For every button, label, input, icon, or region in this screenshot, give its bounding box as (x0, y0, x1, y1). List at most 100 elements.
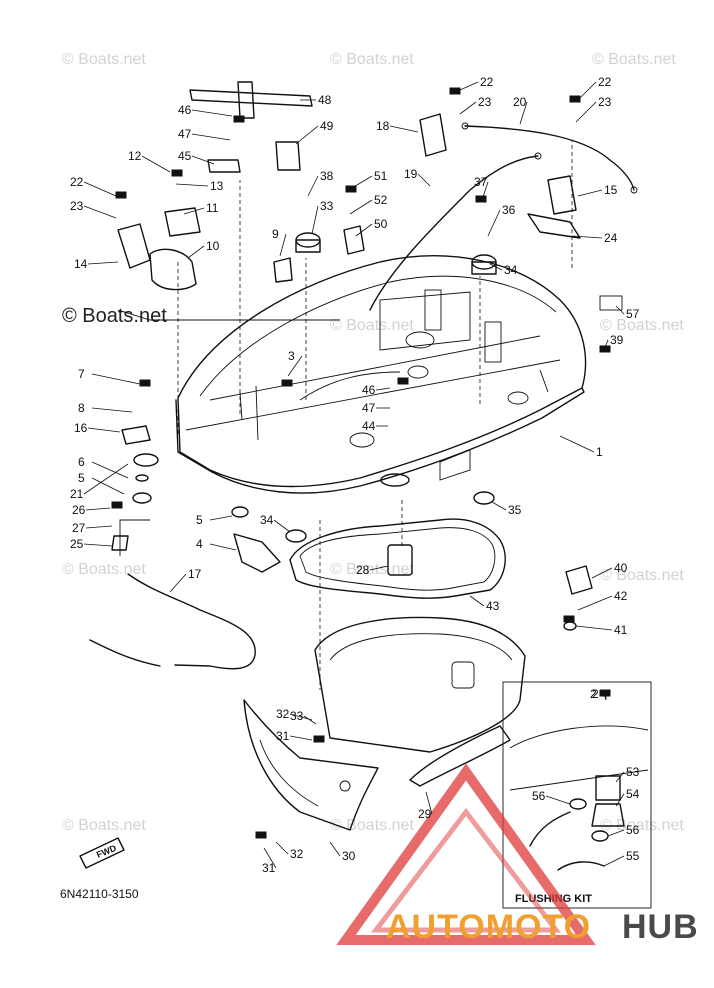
callout-leader (559, 435, 595, 453)
callout-number: 43 (486, 599, 500, 613)
callout-leader (295, 125, 319, 145)
assembly-lines (117, 140, 573, 690)
callout-leader (615, 793, 625, 807)
callout-number: 47 (178, 127, 192, 141)
callout-number: 46 (362, 383, 376, 397)
callout-leader (375, 387, 391, 391)
callout-number: 56 (532, 789, 546, 803)
watermark: © Boats.net (330, 51, 414, 68)
watermark: © Boats.net (600, 817, 684, 834)
callout-leader (469, 595, 485, 607)
callout-number: 29 (418, 807, 432, 821)
callout-leader (287, 355, 303, 377)
callout-number: 44 (362, 419, 376, 433)
callout-number: 41 (614, 623, 628, 637)
callout-leader (83, 463, 129, 495)
callout-leader (91, 373, 141, 385)
callout-number: 5 (78, 471, 85, 485)
callout-leader (349, 199, 373, 215)
callout-leader (279, 233, 287, 257)
watermark: © Boats.net (600, 567, 684, 584)
callout-number: 1 (596, 445, 603, 459)
callout-number: 9 (272, 227, 279, 241)
callout-leader (425, 791, 433, 815)
callout-leader (91, 461, 129, 479)
callout-leader (575, 101, 597, 123)
callout-number: 2 (592, 687, 599, 701)
watermark: © Boats.net (62, 305, 167, 327)
callout-leader (571, 235, 603, 239)
callout-number: 32 (290, 847, 304, 861)
callout-number: 39 (610, 333, 624, 347)
callout-number: 7 (78, 367, 85, 381)
callout-leader (329, 841, 341, 857)
callout-number: 4 (196, 537, 203, 551)
callout-leader (85, 507, 111, 511)
callout-number: 48 (318, 93, 332, 107)
watermarks: © Boats.net © Boats.net © Boats.net © Bo… (62, 51, 684, 834)
callout-number: 6 (78, 455, 85, 469)
callout-leader (417, 173, 431, 187)
callout-number: 37 (474, 175, 488, 189)
callout-number: 51 (374, 169, 388, 183)
callout-number: 35 (508, 503, 522, 517)
callout-leader (91, 477, 125, 495)
callout-number: 31 (276, 729, 290, 743)
callout-number: 40 (614, 561, 628, 575)
watermark: © Boats.net (330, 817, 414, 834)
fwd-label: FWD (95, 843, 118, 860)
logo-text-2: HUB (622, 908, 699, 946)
callout-number: 34 (260, 513, 274, 527)
callout-number: 38 (320, 169, 334, 183)
callout-leader (87, 261, 119, 265)
callout-number: 31 (262, 861, 276, 875)
callout-number: 26 (72, 503, 86, 517)
diagram-code: 6N42110-3150 (60, 887, 139, 901)
callout-number: 19 (404, 167, 418, 181)
callout-number: 10 (206, 239, 220, 253)
callout-number: 54 (626, 787, 640, 801)
callout-number: 25 (70, 537, 84, 551)
callout-number: 23 (478, 95, 492, 109)
callout-number: 3 (288, 349, 295, 363)
callout-number: 2 (590, 687, 597, 701)
callout-number: 16 (74, 421, 88, 435)
callout-number: 11 (206, 201, 219, 215)
callout-leader (607, 829, 625, 837)
callout-leader (273, 519, 291, 533)
callout-leader (311, 205, 319, 235)
callout-leader (191, 109, 233, 117)
callout-number: 52 (374, 193, 388, 207)
callout-leader (491, 501, 507, 511)
bottom-cowling (175, 255, 587, 494)
callout-number: 24 (604, 231, 618, 245)
lower-cowling (314, 616, 526, 787)
callout-number: 8 (78, 401, 85, 415)
watermark: © Boats.net (600, 317, 684, 334)
watermark: © Boats.net (592, 51, 676, 68)
callout-number: 22 (70, 175, 84, 189)
watermark: © Boats.net (62, 817, 146, 834)
callout-number: 14 (74, 257, 88, 271)
side-panel (243, 699, 379, 831)
callout-number: 5 (196, 513, 203, 527)
callout-leader (141, 155, 171, 173)
callout-leader (579, 81, 597, 99)
logo: AUTOMOTO HUB (336, 763, 699, 946)
callout-leader (351, 175, 373, 189)
callout-number: 17 (188, 567, 202, 581)
watermark: © Boats.net (62, 561, 146, 578)
callout-leader (603, 339, 609, 351)
callout-leader (85, 525, 113, 529)
callout-leader (603, 855, 625, 867)
callout-leader (83, 181, 117, 197)
logo-text-1: AUTOMOTO (386, 908, 591, 946)
callout-number: 56 (626, 823, 640, 837)
callout-number: 36 (502, 203, 516, 217)
callout-leader (191, 133, 231, 141)
callout-number: 45 (178, 149, 192, 163)
callout-leader (577, 595, 613, 611)
callout-leader (615, 305, 625, 315)
callout-leader (487, 209, 501, 237)
